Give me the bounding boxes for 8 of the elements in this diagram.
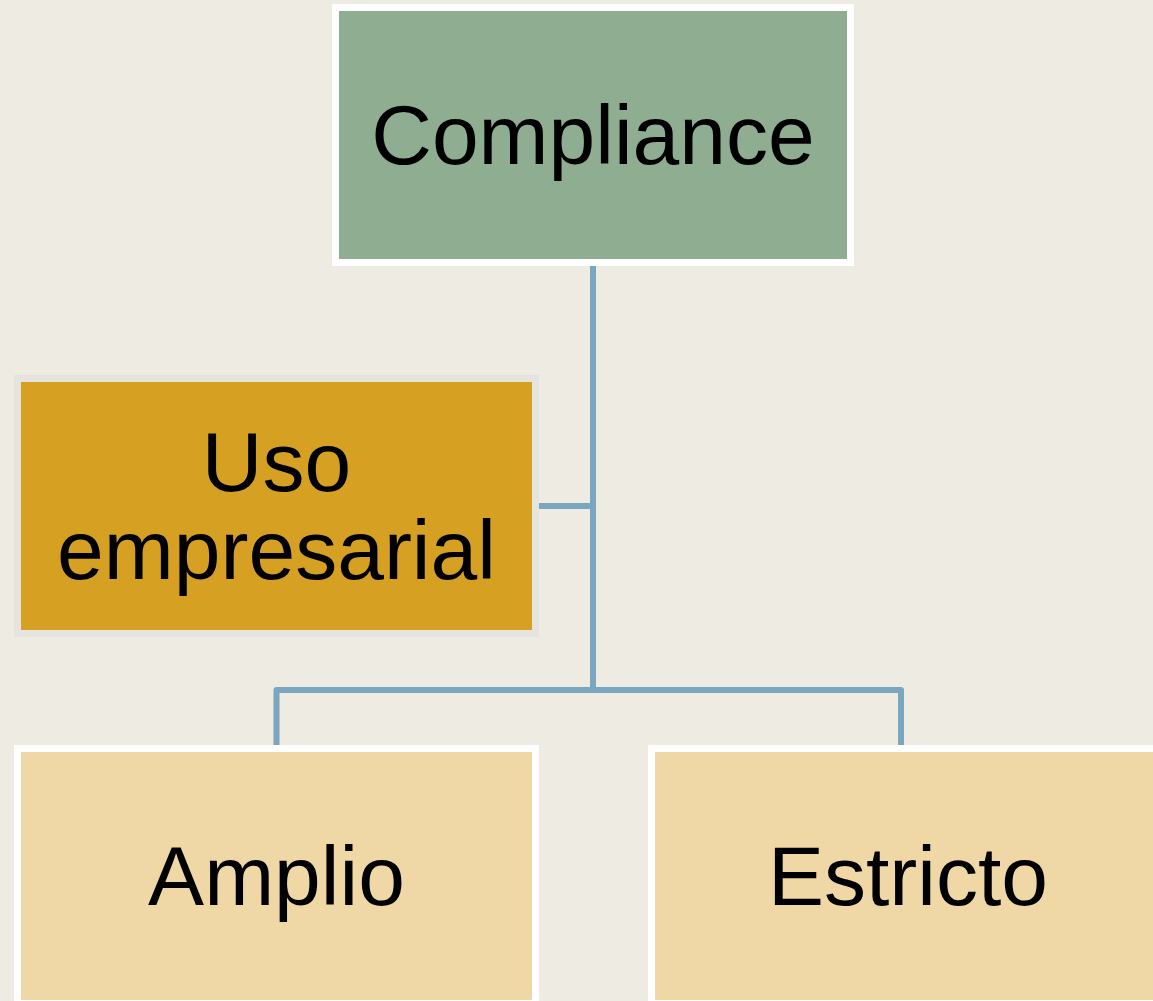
leaf-box bbox=[648, 745, 1153, 1001]
node-label: Amplio bbox=[148, 831, 405, 921]
root-box bbox=[332, 4, 854, 266]
leaf-box bbox=[14, 745, 539, 1001]
node-label: Estricto bbox=[767, 831, 1049, 921]
node-label: Compliance bbox=[371, 90, 815, 180]
node-label: Uso empresarial bbox=[56, 417, 497, 595]
branch-box bbox=[14, 375, 539, 637]
